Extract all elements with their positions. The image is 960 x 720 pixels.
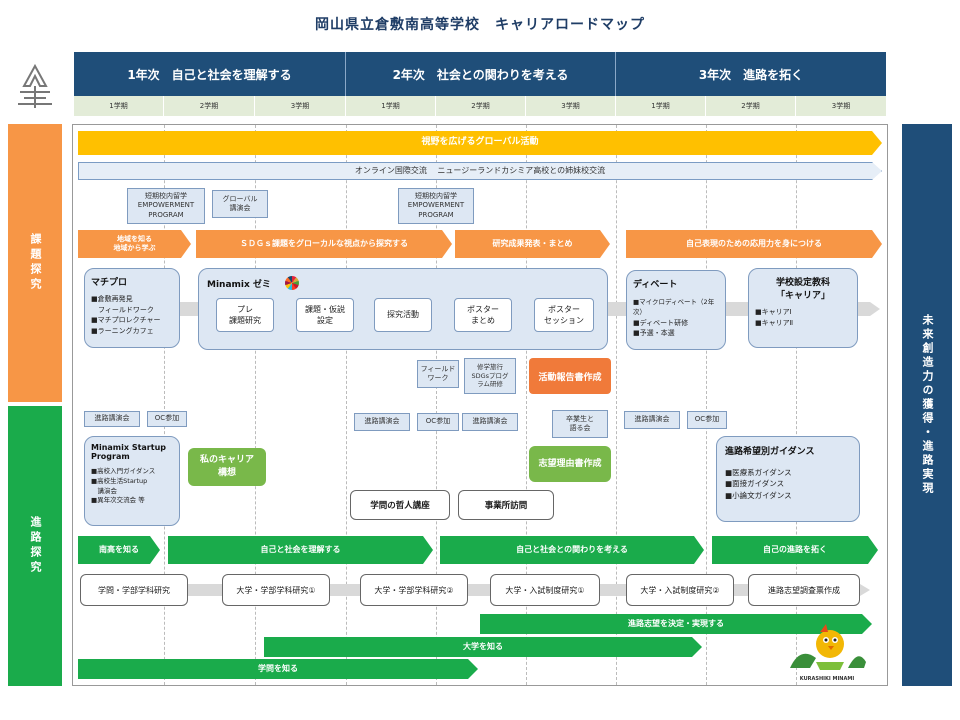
career-lecture-box: 進路講演会 (84, 411, 140, 427)
career-lecture-box: 進路講演会 (354, 413, 410, 431)
term-label: 1学期 (616, 96, 706, 116)
machipro-title: マチプロ (91, 278, 128, 288)
startup-box: Minamix Startup Program ■高校入門ガイダンス ■高校生活… (84, 436, 180, 526)
bottom-arrow-decide: 進路志望を決定・実現する (480, 614, 872, 634)
research-box: 大学・学部学科研究② (360, 574, 468, 606)
inquiry-arrow-2: ＳＤＧｓ課題をグローカルな視点から探究する (196, 230, 452, 258)
divider (346, 125, 347, 685)
inquiry-arrow-4: 自己表現のための応用力を身につける (626, 230, 882, 258)
empowerment-box-1: 短期校内留学 EMPOWERMENT PROGRAM (127, 188, 205, 224)
side-label-goal: 未来創造力の獲得・進路実現 (902, 124, 952, 686)
step-box: ポスター セッション (534, 298, 594, 332)
term-label: 3学期 (796, 96, 886, 116)
career-subject-title: 学校設定教科 「キャリア」 (775, 278, 830, 301)
guidance-box: 進路希望別ガイダンス ■医療系ガイダンス ■面接ガイダンス ■小論文ガイダンス (716, 436, 860, 522)
global-activity-arrow: 視野を広げるグローバル活動 (78, 131, 882, 155)
list-item: ■面接ガイダンス (725, 479, 785, 489)
office-visit-box: 事業所訪問 (458, 490, 554, 520)
divider (796, 125, 797, 685)
career-lecture-box: 進路講演会 (624, 411, 680, 429)
career-lecture-box: 進路講演会 (462, 413, 518, 431)
main-frame (72, 124, 888, 686)
list-item: ■キャリアⅠ (755, 308, 792, 316)
debate-box: ディベート ■マイクロディベート（2年次） ■ディベート研修 ■予選・本選 (626, 270, 726, 350)
philosophy-lecture-box: 学問の哲人講座 (350, 490, 450, 520)
mascot-icon: KURASHIKI MINAMI (786, 622, 868, 682)
step-box: プレ 課題研究 (216, 298, 274, 332)
minamix-title: Minamix ゼミ (207, 280, 271, 290)
term-label: 1学期 (346, 96, 436, 116)
sdgs-wheel-icon (285, 276, 299, 290)
research-box: 大学・入試制度研究① (490, 574, 600, 606)
research-box: 大学・入試制度研究② (626, 574, 734, 606)
sdgs-trip-box: 修学旅行 SDGsプログ ラム研修 (464, 358, 516, 394)
step-box: ポスター まとめ (454, 298, 512, 332)
online-exchange-arrow: オンライン国際交流 ニュージーランドカシミア高校との姉妹校交流 (78, 162, 882, 180)
divider (164, 125, 165, 685)
year-header-3: 3年次 進路を拓く (616, 52, 886, 96)
list-item: ■マイクロディベート（2年次） (633, 298, 715, 316)
career-arrow-2: 自己と社会を理解する (168, 536, 433, 564)
fieldwork-box: フィールド ワーク (417, 360, 459, 388)
oc-box: OC参加 (147, 411, 187, 427)
list-item: ■ディベート研修 (633, 318, 689, 327)
year-header-2: 2年次 社会との関わりを考える (346, 52, 616, 96)
term-label: 1学期 (74, 96, 164, 116)
graduate-talk-box: 卒業生と 語る会 (552, 410, 608, 438)
school-emblem-icon (10, 62, 60, 114)
divider (436, 125, 437, 685)
list-item: ■医療系ガイダンス (725, 468, 792, 477)
term-label: 3学期 (255, 96, 346, 116)
divider (616, 125, 617, 685)
motivation-letter-box: 志望理由書作成 (529, 446, 611, 482)
bottom-arrow-university: 大学を知る (264, 637, 702, 657)
machipro-box: マチプロ ■倉敷再発見 フィールドワーク ■マチプロレクチャー ■ラーニングカフ… (84, 268, 180, 348)
step-box: 探究活動 (374, 298, 432, 332)
step-box: 課題・仮説 設定 (296, 298, 354, 332)
term-label: 3学期 (526, 96, 616, 116)
page-title: 岡山県立倉敷南高等学校 キャリアロードマップ (315, 17, 645, 33)
guidance-title: 進路希望別ガイダンス (725, 447, 815, 457)
oc-box: OC参加 (417, 413, 459, 431)
list-item: ■小論文ガイダンス (725, 490, 792, 500)
global-lecture-box: グローバル 講演会 (212, 190, 268, 218)
term-label: 2学期 (164, 96, 255, 116)
list-item: フィールドワーク (91, 305, 154, 314)
list-item: 講演会 (91, 486, 118, 495)
list-item: ■高校入門ガイダンス (91, 467, 156, 475)
side-label-career: 進路探究 (8, 406, 62, 686)
my-career-box: 私のキャリア 構想 (188, 448, 266, 486)
term-row: 1学期 2学期 3学期 1学期 2学期 3学期 1学期 2学期 3学期 (74, 96, 886, 116)
divider (255, 125, 256, 685)
inquiry-arrow-3: 研究成果発表・まとめ (455, 230, 610, 258)
startup-title: Minamix Startup Program (91, 443, 166, 461)
debate-title: ディベート (633, 280, 678, 290)
mascot-caption: KURASHIKI MINAMI (799, 676, 855, 682)
research-box: 進路志望調査票作成 (748, 574, 860, 606)
career-arrow-1: 南高を知る (78, 536, 160, 564)
activity-report-box: 活動報告書作成 (529, 358, 611, 394)
list-item: ■予選・本選 (633, 329, 675, 337)
career-subject-box: 学校設定教科 「キャリア」 ■キャリアⅠ ■キャリアⅡ (748, 268, 858, 348)
list-item: ■ラーニングカフェ (91, 326, 154, 335)
bottom-arrow-academics: 学問を知る (78, 659, 478, 679)
research-box: 学問・学部学科研究 (80, 574, 188, 606)
list-item: ■倉敷再発見 (91, 295, 133, 303)
list-item: ■キャリアⅡ (755, 318, 794, 327)
side-label-inquiry: 課題探究 (8, 124, 62, 402)
year-header-1: 1年次 自己と社会を理解する (74, 52, 346, 96)
oc-box: OC参加 (687, 411, 727, 429)
research-box: 大学・学部学科研究① (222, 574, 330, 606)
term-label: 2学期 (436, 96, 526, 116)
inquiry-arrow-1: 地域を知る 地域から学ぶ (78, 230, 191, 258)
career-arrow-4: 自己の進路を拓く (712, 536, 878, 564)
divider (526, 125, 527, 685)
list-item: ■異年次交流会 等 (91, 496, 145, 505)
empowerment-box-2: 短期校内留学 EMPOWERMENT PROGRAM (398, 188, 474, 224)
list-item: ■高校生活Startup (91, 476, 148, 485)
term-label: 2学期 (706, 96, 796, 116)
divider (706, 125, 707, 685)
list-item: ■マチプロレクチャー (91, 316, 161, 324)
career-arrow-3: 自己と社会との関わりを考える (440, 536, 704, 564)
